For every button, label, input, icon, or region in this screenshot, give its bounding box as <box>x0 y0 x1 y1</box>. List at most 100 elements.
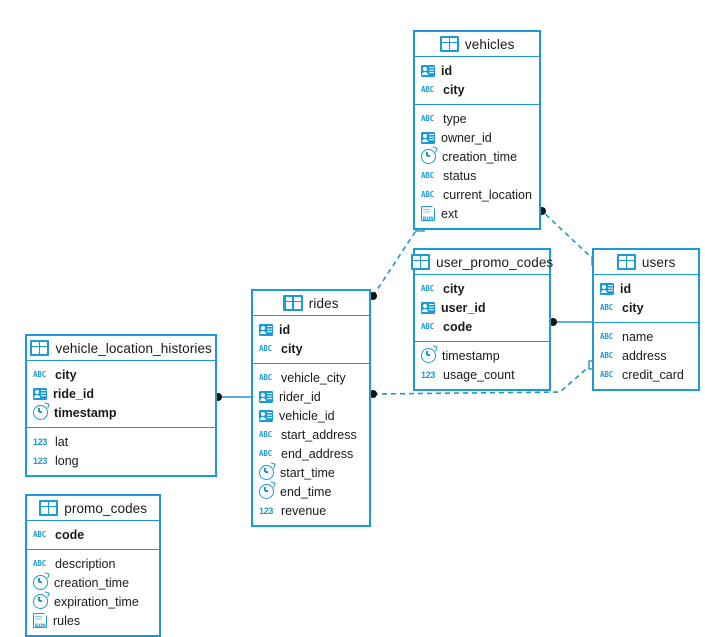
uuid-icon <box>259 323 273 336</box>
timestamp-icon <box>259 462 276 480</box>
table-grid-icon <box>410 253 431 271</box>
column-label: end_address <box>281 446 354 461</box>
string-icon: ABC <box>421 283 434 293</box>
column-end_address[interactable]: ABC end_address <box>253 444 369 463</box>
json-icon <box>421 205 436 221</box>
column-id[interactable]: id <box>253 320 369 339</box>
column-vehicle_id[interactable]: vehicle_id <box>253 406 369 425</box>
column-id[interactable]: id <box>594 279 698 298</box>
column-rules[interactable]: rules <box>27 611 159 630</box>
column-label: ext <box>441 206 458 221</box>
column-label: type <box>443 111 467 126</box>
column-ride_id[interactable]: ride_id <box>27 384 215 403</box>
column-label: rules <box>53 613 81 628</box>
column-city[interactable]: ABC city <box>415 279 549 298</box>
uuid-icon <box>259 390 273 403</box>
column-timestamp[interactable]: timestamp <box>27 402 215 422</box>
column-label: id <box>279 322 291 337</box>
table-grid-icon <box>439 35 459 53</box>
column-label: creation_time <box>54 575 130 590</box>
column-label: city <box>55 367 77 382</box>
relationship-source-dot <box>369 292 377 300</box>
relationship-rel-vlh-rides[interactable] <box>214 393 251 401</box>
column-start_time[interactable]: start_time <box>253 462 369 482</box>
column-label: code <box>55 527 85 542</box>
timestamp-icon <box>33 402 50 420</box>
relationship-rel-upc-users[interactable] <box>549 318 592 326</box>
column-section: timestamp 123 usage_count <box>415 342 549 389</box>
column-label: rider_id <box>279 389 321 404</box>
string-icon: ABC <box>259 448 272 458</box>
column-revenue[interactable]: 123 revenue <box>253 501 369 520</box>
column-expiration_time[interactable]: expiration_time <box>27 591 159 611</box>
column-label: name <box>622 329 654 344</box>
string-icon: ABC <box>421 170 434 180</box>
table-grid-icon <box>30 339 50 357</box>
string-icon: ABC <box>600 369 613 379</box>
column-rider_id[interactable]: rider_id <box>253 387 369 406</box>
string-icon: ABC <box>600 302 613 312</box>
table-header[interactable]: user_promo_codes <box>410 250 553 275</box>
table-header[interactable]: users <box>594 250 698 275</box>
column-timestamp[interactable]: timestamp <box>415 345 549 365</box>
column-status[interactable]: ABC status <box>415 166 539 185</box>
uuid-icon <box>33 387 47 400</box>
column-creation_time[interactable]: creation_time <box>27 572 159 592</box>
column-usage_count[interactable]: 123 usage_count <box>415 365 549 384</box>
column-label: city <box>443 281 465 296</box>
column-label: ride_id <box>53 386 94 401</box>
table-header[interactable]: vehicles <box>415 32 539 57</box>
column-label: start_address <box>281 427 357 442</box>
column-label: current_location <box>443 187 532 202</box>
uuid-icon <box>600 282 614 295</box>
table-header[interactable]: vehicle_location_histories <box>27 336 215 361</box>
column-ext[interactable]: ext <box>415 204 539 223</box>
column-label: creation_time <box>442 149 518 164</box>
relationship-line <box>541 210 596 262</box>
column-label: status <box>443 168 477 183</box>
column-label: end_time <box>280 484 332 499</box>
table-name: rides <box>308 295 339 311</box>
column-id[interactable]: id <box>415 61 539 80</box>
column-user_id[interactable]: user_id <box>415 298 549 317</box>
string-icon: ABC <box>421 84 434 94</box>
table-header[interactable]: rides <box>253 291 369 316</box>
timestamp-icon <box>33 572 50 590</box>
column-label: address <box>622 348 667 363</box>
column-label: revenue <box>281 503 327 518</box>
column-label: usage_count <box>443 367 515 382</box>
column-creation_time[interactable]: creation_time <box>415 146 539 166</box>
relationship-line <box>372 225 420 297</box>
numeric-icon: 123 <box>421 369 436 380</box>
table-header[interactable]: promo_codes <box>27 496 159 521</box>
timestamp-icon <box>33 591 50 609</box>
column-end_time[interactable]: end_time <box>253 481 369 501</box>
numeric-icon: 123 <box>259 505 274 516</box>
column-owner_id[interactable]: owner_id <box>415 128 539 147</box>
